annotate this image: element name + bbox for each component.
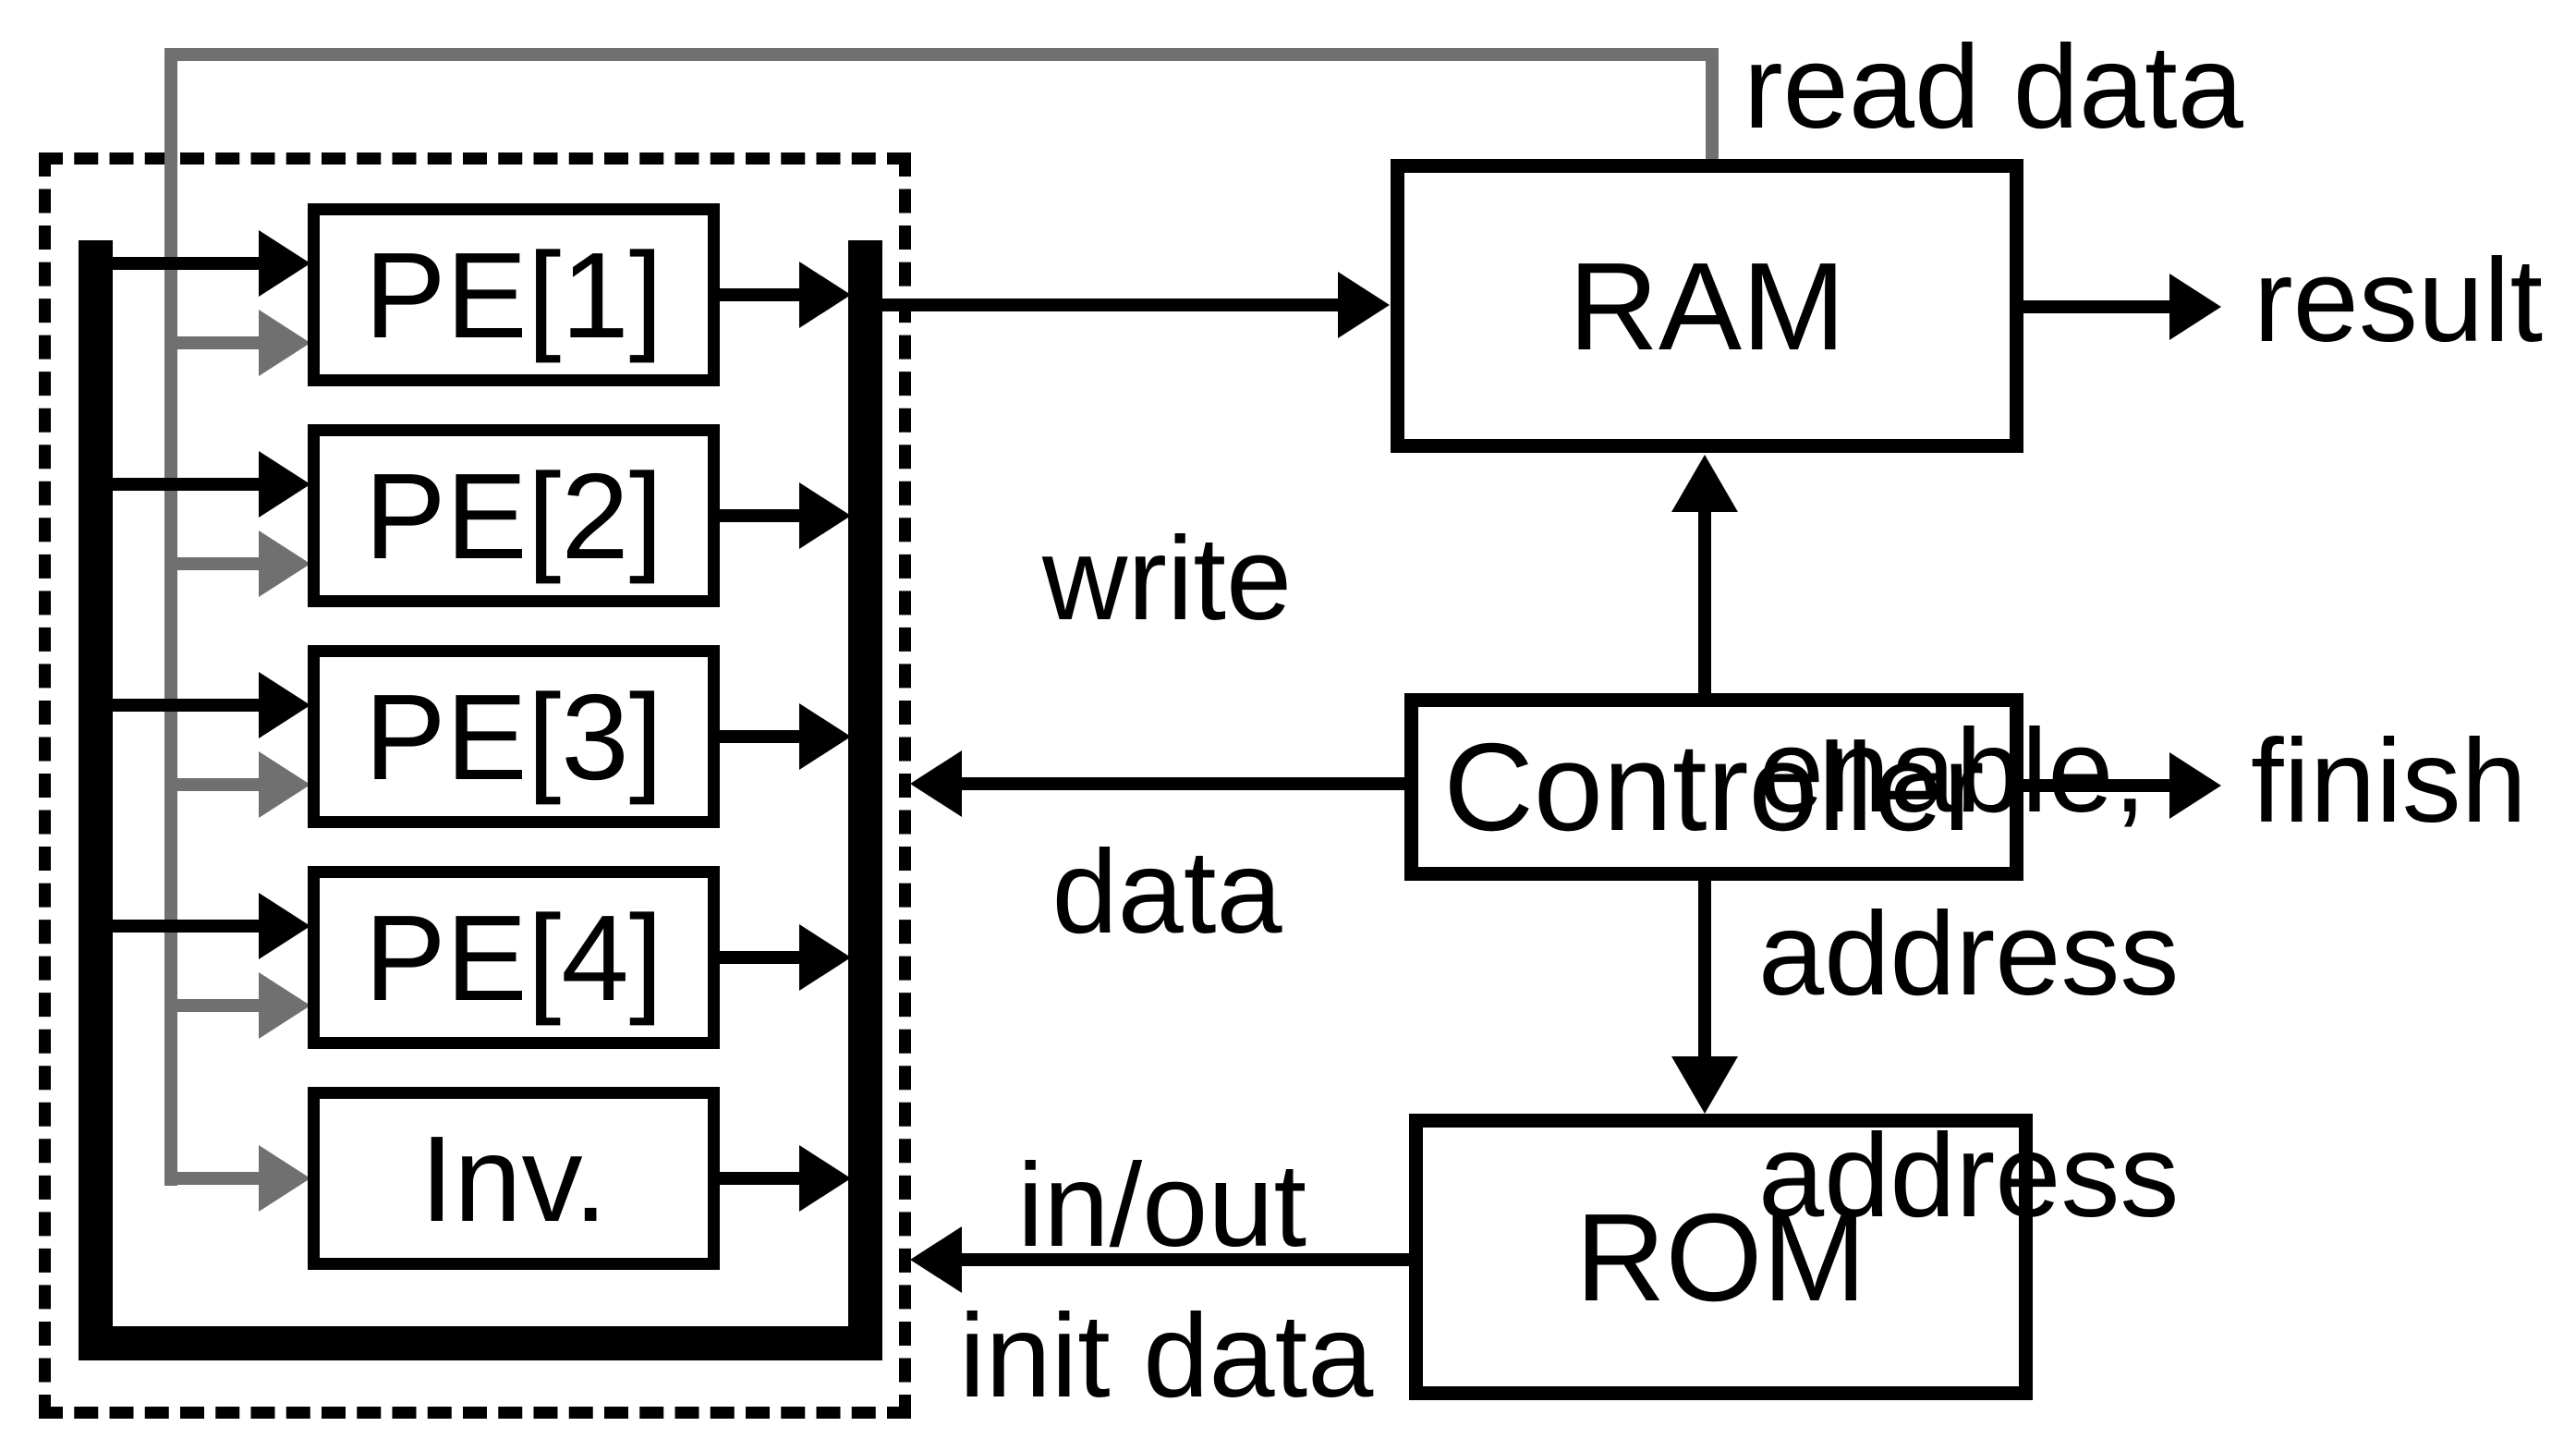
controller-box: Controller: [1404, 693, 2023, 881]
pe4-output-arrowhead-icon: [799, 924, 851, 991]
pe-box-1: PE[1]: [308, 203, 720, 386]
rom-address-label: address: [1758, 888, 2180, 1020]
result-line: [2023, 300, 2169, 313]
init-data-arrowhead-icon: [910, 1226, 962, 1293]
inout-select-arrowhead-icon: [910, 750, 962, 817]
write-data-label-line1: write: [1041, 513, 1293, 645]
enable-address-label: enable, address: [1758, 434, 2179, 1451]
inv-gray-input-line: [177, 1172, 259, 1185]
read-data-line-drop: [1706, 48, 1719, 161]
ram-box: RAM: [1391, 159, 2023, 453]
inv-output-line: [720, 1172, 799, 1185]
write-data-arrowhead-icon: [1338, 272, 1390, 338]
pe4-label: PE[4]: [364, 889, 663, 1026]
pe3-label: PE[3]: [364, 668, 663, 805]
pe4-gray-input-arrowhead-icon: [259, 972, 310, 1039]
read-data-label: read data: [1744, 21, 2243, 153]
pe4-output-line: [720, 951, 799, 964]
pe2-label: PE[2]: [364, 447, 663, 584]
pe2-output-arrowhead-icon: [799, 482, 851, 549]
write-data-label-line2: data: [1051, 826, 1282, 958]
pe4-black-input-line: [113, 920, 259, 933]
pe3-black-input-arrowhead-icon: [259, 672, 310, 738]
enable-address-label-line2: address: [1758, 1110, 2180, 1242]
read-data-line-left: [164, 48, 177, 1186]
inv-gray-input-arrowhead-icon: [259, 1145, 310, 1212]
pe-array-dashed-boundary: [39, 152, 911, 1419]
pe-box-2: PE[2]: [308, 424, 720, 607]
rom-box: ROM: [1409, 1114, 2033, 1400]
result-label: result: [2254, 235, 2543, 367]
rom-address-line: [1698, 881, 1711, 1056]
result-arrowhead-icon: [2169, 274, 2221, 340]
pe1-output-arrowhead-icon: [799, 262, 851, 328]
bottom-bus-bar: [79, 1326, 882, 1360]
finish-line: [2023, 779, 2169, 792]
pe2-gray-input-arrowhead-icon: [259, 530, 310, 597]
pe3-output-arrowhead-icon: [799, 703, 851, 770]
inout-select-label: in/out select: [924, 823, 1400, 1451]
read-data-line-top: [164, 48, 1719, 61]
pe1-output-line: [720, 288, 799, 301]
ram-label: RAM: [1568, 236, 1846, 376]
pe2-gray-input-line: [177, 557, 259, 570]
inout-select-line: [961, 777, 1404, 790]
enable-address-line: [1698, 512, 1711, 693]
finish-arrowhead-icon: [2169, 752, 2221, 819]
pe2-black-input-arrowhead-icon: [259, 451, 310, 518]
pe3-black-input-line: [113, 699, 259, 712]
pe3-gray-input-arrowhead-icon: [259, 751, 310, 818]
right-bus-bar: [848, 240, 882, 1360]
pe1-gray-input-line: [177, 336, 259, 349]
controller-label: Controller: [1443, 717, 1985, 857]
pe4-gray-input-line: [177, 999, 259, 1012]
write-data-line: [882, 299, 1338, 311]
pe1-gray-input-arrowhead-icon: [259, 310, 310, 376]
pe3-output-line: [720, 730, 799, 743]
left-bus-bar: [79, 240, 113, 1360]
pe3-gray-input-line: [177, 778, 259, 791]
inv-label: Inv.: [419, 1110, 608, 1247]
init-data-line: [961, 1253, 1409, 1266]
pe1-black-input-line: [113, 257, 259, 270]
finish-label: finish: [2251, 715, 2527, 847]
pe-box-3: PE[3]: [308, 645, 720, 828]
pe2-output-line: [720, 509, 799, 522]
pe1-label: PE[1]: [364, 226, 663, 363]
pe1-black-input-arrowhead-icon: [259, 230, 310, 297]
enable-address-arrowhead-icon: [1671, 455, 1738, 512]
inout-select-label-line1: in/out: [1016, 1140, 1307, 1272]
pe4-black-input-arrowhead-icon: [259, 893, 310, 959]
rom-label: ROM: [1575, 1187, 1866, 1327]
rom-address-arrowhead-icon: [1671, 1056, 1738, 1114]
pe2-black-input-line: [113, 478, 259, 491]
enable-address-label-line1: enable,: [1758, 705, 2146, 837]
inv-box: Inv.: [308, 1087, 720, 1270]
pe-box-4: PE[4]: [308, 866, 720, 1049]
write-data-label: write data: [927, 318, 1407, 1153]
inv-output-arrowhead-icon: [799, 1145, 851, 1212]
init-data-label: init data: [959, 1290, 1374, 1422]
